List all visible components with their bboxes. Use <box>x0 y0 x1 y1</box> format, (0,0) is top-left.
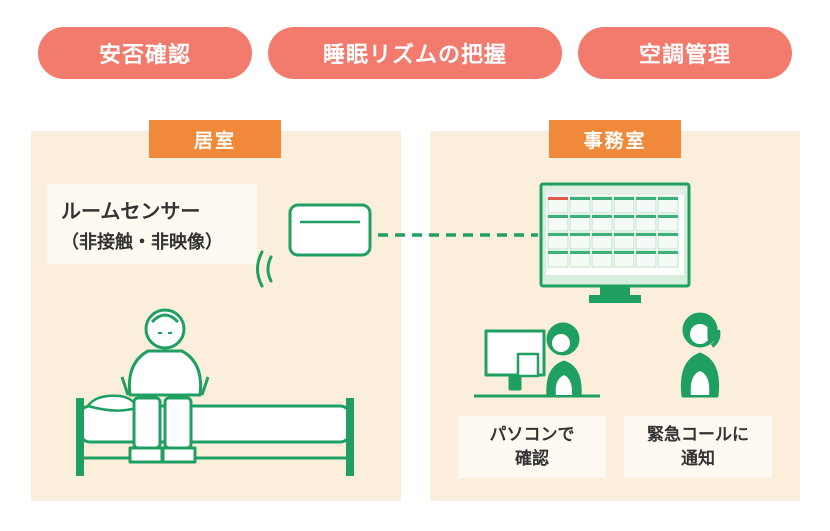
emergency-call-line2: 通知 <box>681 449 715 469</box>
dashboard-cell-header <box>636 215 656 218</box>
pc-check-line1: パソコンで <box>489 425 575 445</box>
emergency-call-box: 緊急コールに 通知 <box>624 416 772 478</box>
dashboard-cell-header <box>570 197 590 200</box>
dashboard-cell-header <box>658 233 678 236</box>
dashboard-cell-header <box>592 251 612 254</box>
dashboard-cell-header <box>658 197 678 200</box>
feature-pill-safety: 安否確認 <box>38 27 252 79</box>
pc-check-box: パソコンで 確認 <box>458 416 606 478</box>
sensor-label-box: ルームセンサー （非接触・非映像） <box>47 184 257 264</box>
room-sensor-icon <box>256 203 372 288</box>
dashboard-cell-header <box>592 197 612 200</box>
staff-at-pc-icon <box>474 322 600 398</box>
room-tag: 居室 <box>149 120 281 158</box>
dashboard-cell-header <box>614 197 634 200</box>
pc-check-line2: 確認 <box>515 449 549 469</box>
dashboard-cell-header <box>636 251 656 254</box>
emergency-call-line1: 緊急コールに <box>647 425 749 445</box>
dashboard-cell-header <box>570 215 590 218</box>
feature-pill-aircon: 空調管理 <box>578 27 792 79</box>
sensor-note: （非接触・非映像） <box>61 231 223 253</box>
staff-on-phone-icon <box>680 312 721 398</box>
monitor-icon <box>539 182 691 303</box>
dashboard-cell-header <box>614 233 634 236</box>
dashboard-cell-header <box>592 215 612 218</box>
elderly-person-icon <box>120 308 210 464</box>
dashboard-cell-header <box>570 233 590 236</box>
dashboard-cell-header <box>570 251 590 254</box>
dashboard-cell-header <box>636 233 656 236</box>
feature-pill-sleep: 睡眠リズムの把握 <box>268 27 562 79</box>
dashboard-cell-header <box>548 251 568 254</box>
dashboard-cell-header <box>548 233 568 236</box>
dashboard-cell-header <box>614 251 634 254</box>
dashboard-cell-header <box>548 215 568 218</box>
bed-icon <box>76 394 354 476</box>
dashboard-cell-header <box>614 215 634 218</box>
dashboard-cell-header <box>636 197 656 200</box>
dashboard-cell-header <box>592 233 612 236</box>
sensor-name: ルームセンサー <box>61 198 201 223</box>
office-tag: 事務室 <box>549 120 681 158</box>
dashboard-cell-header <box>658 251 678 254</box>
dashboard-cell-header <box>548 197 568 200</box>
dashboard-cell-header <box>658 215 678 218</box>
